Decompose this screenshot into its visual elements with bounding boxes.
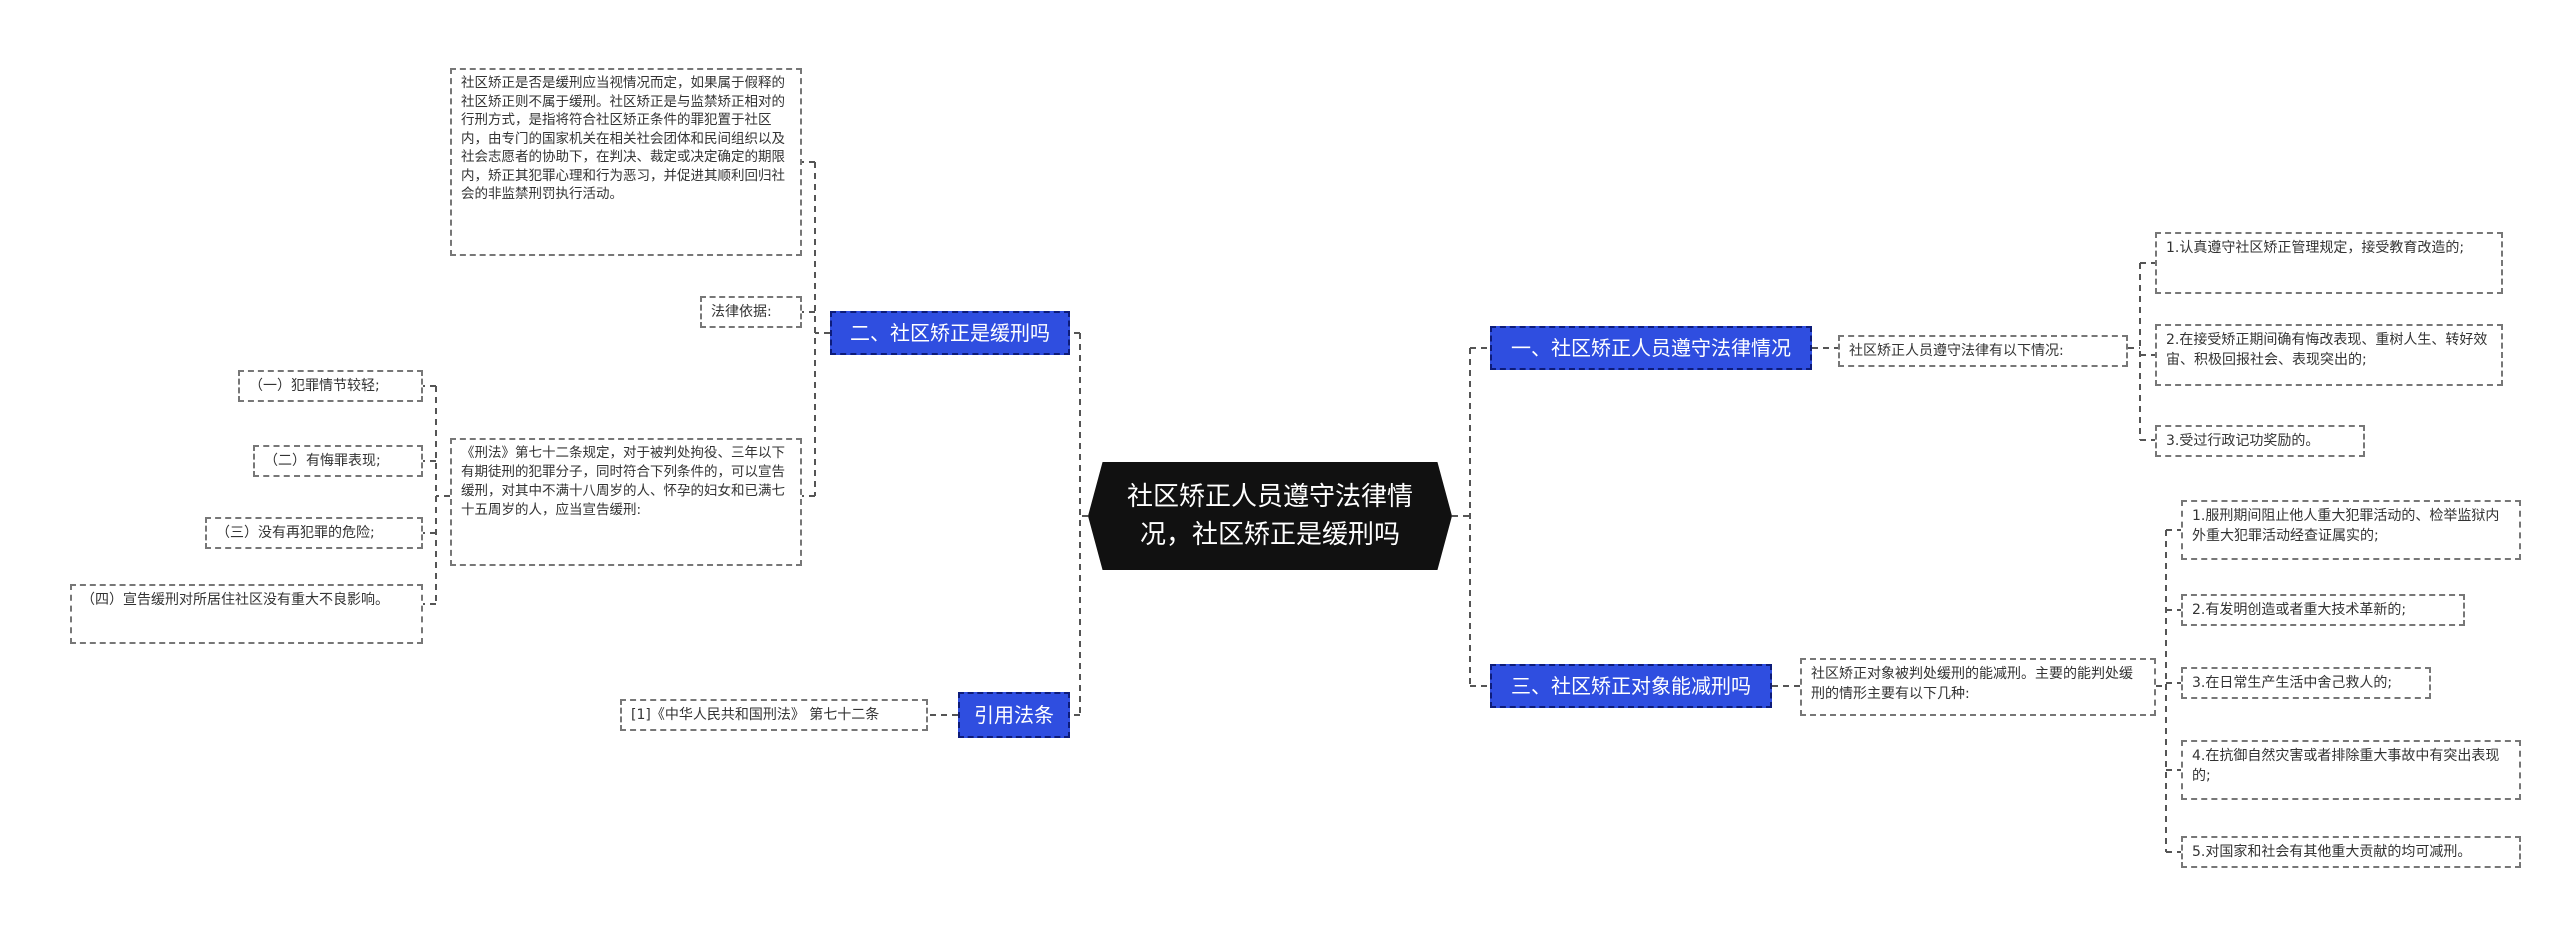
connector-root-right — [1452, 347, 1490, 687]
reduction-item-2[interactable]: 2.有发明创造或者重大技术革新的; — [2181, 594, 2465, 626]
reduction-item-4[interactable]: 4.在抗御自然灾害或者排除重大事故中有突出表现的; — [2181, 740, 2521, 800]
connector-left1-children — [802, 161, 830, 497]
connector-right1-items — [2128, 262, 2155, 441]
connector-right2-items — [2156, 529, 2181, 853]
connector-law-conditions — [423, 385, 450, 605]
condition-item-4[interactable]: （四）宣告缓刑对所居住社区没有重大不良影响。 — [70, 584, 423, 644]
probation-definition[interactable]: 社区矫正是否是缓刑应当视情况而定，如果属于假释的社区矫正则不属于缓刑。社区矫正是… — [450, 68, 802, 256]
branch-probation-question[interactable]: 二、社区矫正是缓刑吗 — [830, 311, 1070, 355]
reduction-item-1[interactable]: 1.服刑期间阻止他人重大犯罪活动的、检举监狱内外重大犯罪活动经查证属实的; — [2181, 500, 2521, 560]
branch-sentence-reduction[interactable]: 三、社区矫正对象能减刑吗 — [1490, 664, 1772, 708]
criminal-law-article[interactable]: 《刑法》第七十二条规定，对于被判处拘役、三年以下有期徒刑的犯罪分子，同时符合下列… — [450, 438, 802, 566]
citation-item[interactable]: [1]《中华人民共和国刑法》 第七十二条 — [620, 699, 928, 731]
condition-item-3[interactable]: （三）没有再犯罪的危险; — [205, 517, 423, 549]
compliance-intro[interactable]: 社区矫正人员遵守法律有以下情况: — [1838, 335, 2128, 367]
reduction-intro[interactable]: 社区矫正对象被判处缓刑的能减刑。主要的能判处缓刑的情形主要有以下几种: — [1800, 658, 2156, 716]
branch-compliance[interactable]: 一、社区矫正人员遵守法律情况 — [1490, 326, 1812, 370]
compliance-item-2[interactable]: 2.在接受矫正期间确有悔改表现、重树人生、转好效宙、积极回报社会、表现突出的; — [2155, 324, 2503, 386]
legal-basis-label[interactable]: 法律依据: — [700, 296, 802, 328]
reduction-item-3[interactable]: 3.在日常生产生活中舍己救人的; — [2181, 667, 2431, 699]
compliance-item-1[interactable]: 1.认真遵守社区矫正管理规定，接受教育改造的; — [2155, 232, 2503, 294]
compliance-item-3[interactable]: 3.受过行政记功奖励的。 — [2155, 425, 2365, 457]
condition-item-2[interactable]: （二）有悔罪表现; — [253, 445, 423, 477]
connector-root-left — [1070, 332, 1088, 716]
branch-cited-law[interactable]: 引用法条 — [958, 692, 1070, 738]
reduction-item-5[interactable]: 5.对国家和社会有其他重大贡献的均可减刑。 — [2181, 836, 2521, 868]
root-topic[interactable]: 社区矫正人员遵守法律情况，社区矫正是缓刑吗 — [1088, 462, 1452, 570]
condition-item-1[interactable]: （一）犯罪情节较轻; — [238, 370, 423, 402]
